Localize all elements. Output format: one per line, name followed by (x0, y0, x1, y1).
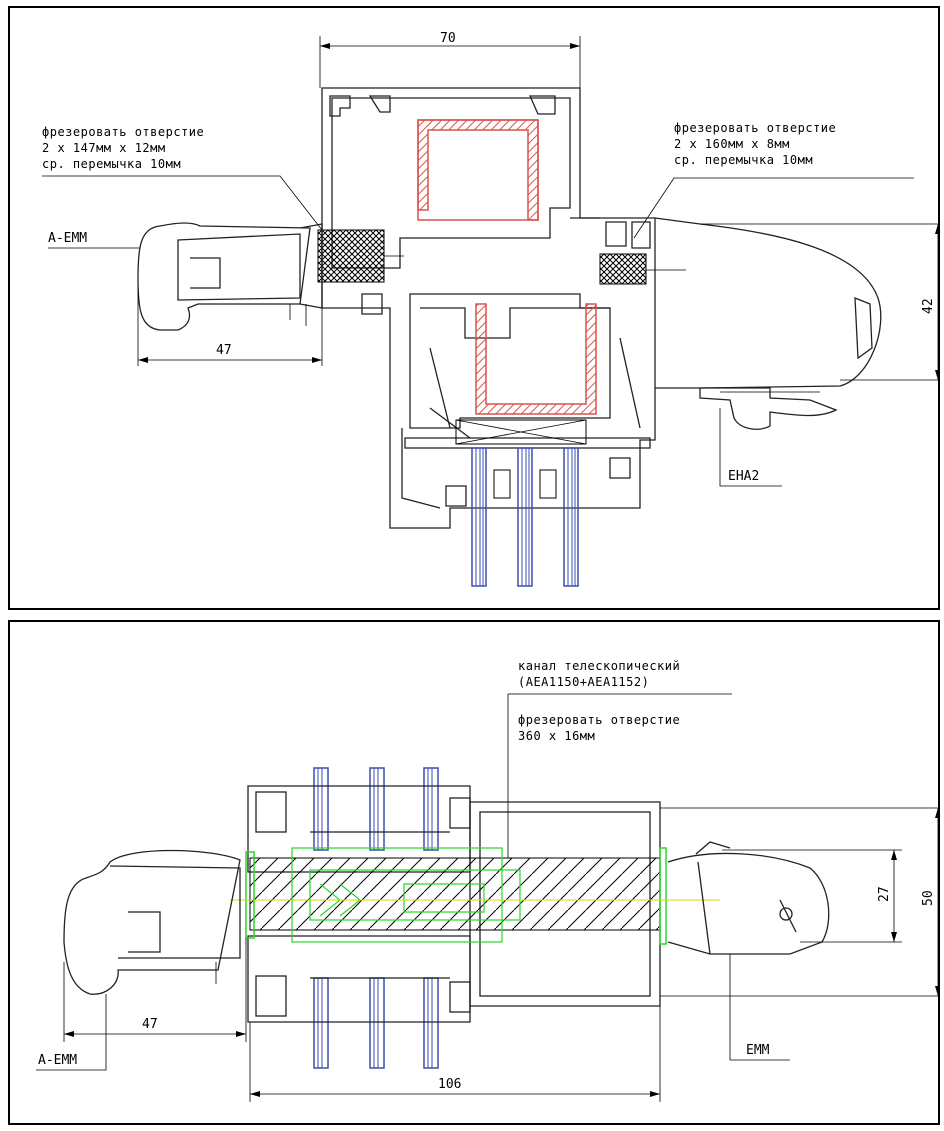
dim-27-label: 27 (877, 886, 892, 902)
dimension-27: 27 (722, 849, 902, 943)
handle-a-emm-left (137, 222, 323, 331)
milled-hole-right (599, 253, 647, 285)
note-right: фрезеровать отверстие 2 x 160мм x 8мм ср… (633, 121, 914, 239)
note-mill: фрезеровать отверстие 360 x 16мм (518, 713, 680, 743)
label-a-emm-bottom: A-EMM (38, 1053, 77, 1068)
dim-47-bottom-label: 47 (142, 1017, 158, 1032)
steel-reinforcement-bottom (475, 303, 597, 415)
channel-outline (291, 847, 503, 943)
dim-47-top-label: 47 (216, 343, 232, 358)
window-profile (321, 87, 656, 529)
glazing-bottom-view (313, 767, 439, 1069)
note-left: фрезеровать отверстие 2 x 147мм x 12мм с… (42, 125, 323, 231)
note-channel-line2: (AEA1150+AEA1152) (518, 675, 649, 689)
note-mill-line2: 360 x 16мм (518, 729, 595, 743)
glazing (455, 419, 587, 587)
note-right-line3: ср. перемычка 10мм (674, 153, 813, 167)
note-left-line2: 2 x 147мм x 12мм (42, 141, 166, 155)
dim-42-label: 42 (921, 298, 936, 314)
note-left-line1: фрезеровать отверстие (42, 125, 204, 139)
bottom-section-drawing: канал телескопический (AEA1150+AEA1152) … (8, 620, 940, 1125)
top-section-svg: 70 фрезеровать отверстие 2 x 147мм x 12м… (42, 31, 938, 587)
note-right-line2: 2 x 160мм x 8мм (674, 137, 790, 151)
handle-emm-right (667, 841, 830, 955)
dimension-70: 70 (319, 31, 581, 88)
label-emm: EMM (746, 1043, 770, 1058)
dimension-47-top: 47 (137, 288, 323, 366)
bottom-section-svg: канал телескопический (AEA1150+AEA1152) … (36, 659, 938, 1102)
dimension-47-bottom: 47 (63, 938, 247, 1042)
handle-eha2-right (654, 217, 882, 430)
telescopic-channel (249, 857, 661, 931)
note-right-line1: фрезеровать отверстие (674, 121, 836, 135)
steel-reinforcement-top (417, 119, 539, 221)
dimension-106: 106 (249, 1006, 661, 1102)
dim-50-label: 50 (921, 890, 936, 906)
label-a-emm: A-EMM (48, 231, 87, 246)
dim-70-label: 70 (440, 31, 456, 46)
note-left-line3: ср. перемычка 10мм (42, 157, 181, 171)
handle-a-emm-bottom (63, 849, 241, 995)
note-channel: канал телескопический (AEA1150+AEA1152) (507, 659, 732, 858)
note-mill-line1: фрезеровать отверстие (518, 713, 680, 727)
milled-hole-left (317, 229, 385, 283)
dimension-50: 50 (660, 807, 938, 997)
top-section-drawing: 70 фрезеровать отверстие 2 x 147мм x 12м… (8, 6, 940, 610)
dimension-42: 42 (700, 223, 938, 381)
note-channel-line1: канал телескопический (518, 659, 680, 673)
label-eha2: EHA2 (728, 469, 759, 484)
dim-106-label: 106 (438, 1077, 461, 1092)
